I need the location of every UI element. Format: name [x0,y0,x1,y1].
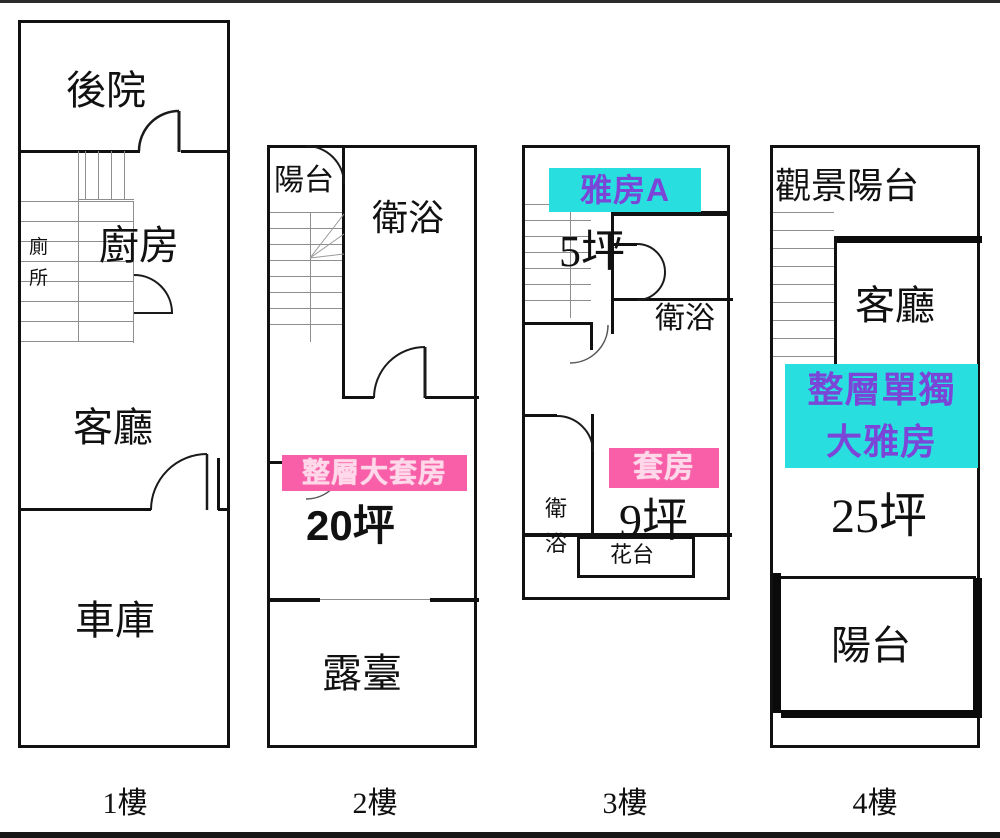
stairs-lower-right-rail [133,201,134,343]
room-label-toilet-char2: 所 [29,268,49,289]
floor-4-column: 觀景陽台 客廳 整層單獨 大雅房 25坪 陽台 4樓 [750,0,1000,838]
wall-backyard-kitchen-right [181,150,230,153]
room-label-f2-balcony: 陽台 [274,164,334,197]
wall-stairwell-right [342,148,345,184]
area-f3-suite: 9坪 [619,495,688,546]
room-label-f3-bath-upper: 衛浴 [655,302,715,335]
room-label-f3-bath-lower-char1: 衛 [545,496,568,521]
floor-4-plan: 觀景陽台 客廳 整層單獨 大雅房 25坪 陽台 [770,145,982,748]
room-label-f3-flowerbed: 花台 [610,542,655,567]
floor-2-plan: 陽台 衛浴 整層大套房 20坪 露臺 [267,145,479,748]
wall-f3-landing-vertical [590,322,593,350]
floor-1-plan: 後院 廚房 廁 所 客廳 車庫 [18,20,230,748]
room-label-backyard: 後院 [66,68,146,113]
tag-whole-floor-suite: 整層大套房 [282,455,467,491]
wall-f3-bottom-left [525,533,594,537]
wall-bath-bottom-right [425,396,479,399]
wall-f4-balcony-divider [781,576,976,579]
wall-suite-terrace-left [270,598,320,602]
wall-f3-stairwell-vertical [611,211,614,334]
wall-f3-landing-top [525,322,591,325]
tag-whole-floor-big-room: 整層單獨 [785,364,978,416]
wall-entrance-jamb [217,458,220,510]
room-label-f3-bath-lower-char2: 浴 [545,531,568,556]
floor-1-column: 後院 廚房 廁 所 客廳 車庫 1樓 [0,0,250,838]
wall-f3-bath-upper-sill [611,243,637,246]
room-label-living: 客廳 [73,405,153,450]
wall-bath-bottom-left [342,396,374,399]
wall-f3-bath-upper-sill-right [611,298,637,301]
area-f3-room-a: 5坪 [559,227,625,276]
wall-stairwell-vertical [342,184,345,398]
floor-3-column: 雅房A 5坪 衛浴 衛 浴 套房 9坪 花台 3樓 [500,0,750,838]
wall-f3-bottom-right [594,533,732,537]
floor-3-caption: 3樓 [602,787,648,820]
wall-f4-stairwell-vertical [834,236,837,368]
top-border-bar [0,0,1000,3]
room-label-f2-bath: 衛浴 [372,198,445,238]
room-label-toilet-char1: 廁 [29,237,49,258]
tag-whole-floor-big-room-line2: 大雅房 [785,416,978,468]
wall-f4-room-balcony-right [973,578,982,718]
wall-f4-balcony-living [835,236,982,243]
wall-f3-bath-lower-divider [591,414,594,536]
stairs-upper-right-rail [78,151,79,341]
wall-living-garage [21,508,151,511]
wall-room-a-bottom [613,211,730,216]
bottom-border-bar [0,832,1000,838]
stairs-upper-rungs [79,151,134,199]
wall-f3-bath-lower-top [525,414,557,417]
floor-2-stairs-stringer [310,212,311,342]
stairs-lower-treads [21,201,134,343]
room-label-f4-view-balcony: 觀景陽台 [775,166,920,206]
area-f4: 25坪 [831,490,928,543]
floor-2-stairs [270,212,342,340]
floor-1-caption: 1樓 [102,787,148,820]
area-f2: 20坪 [306,502,395,549]
room-label-f4-balcony: 陽台 [831,623,911,668]
wall-f4-balcony-bottom [781,710,978,718]
floor-4-stairs [773,212,834,357]
wall-suite-terrace-right [430,598,479,602]
room-label-kitchen: 廚房 [99,223,179,268]
wall-backyard-kitchen [21,150,140,153]
wall-f4-room-balcony-left [773,573,781,713]
wall-f3-bath-upper-right [637,298,733,301]
f3-flowerbed-box [577,536,695,578]
wall-suite-terrace-thin [320,599,430,600]
room-label-garage: 車庫 [75,598,155,643]
tag-suite: 套房 [609,448,719,488]
floor-3-stairs-stringer [570,204,571,318]
floor-4-caption: 4樓 [852,787,898,820]
tag-room-a: 雅房A [549,168,701,212]
floor-2-column: 陽台 衛浴 整層大套房 20坪 露臺 2樓 [250,0,500,838]
room-label-f4-living: 客廳 [855,283,935,328]
wall-living-garage-right [218,508,230,511]
floor-2-caption: 2樓 [352,787,398,820]
room-label-f2-terrace: 露臺 [322,651,402,696]
floor-3-plan: 雅房A 5坪 衛浴 衛 浴 套房 9坪 花台 [522,145,733,600]
stairs-upper-bottom-rail [79,199,134,200]
